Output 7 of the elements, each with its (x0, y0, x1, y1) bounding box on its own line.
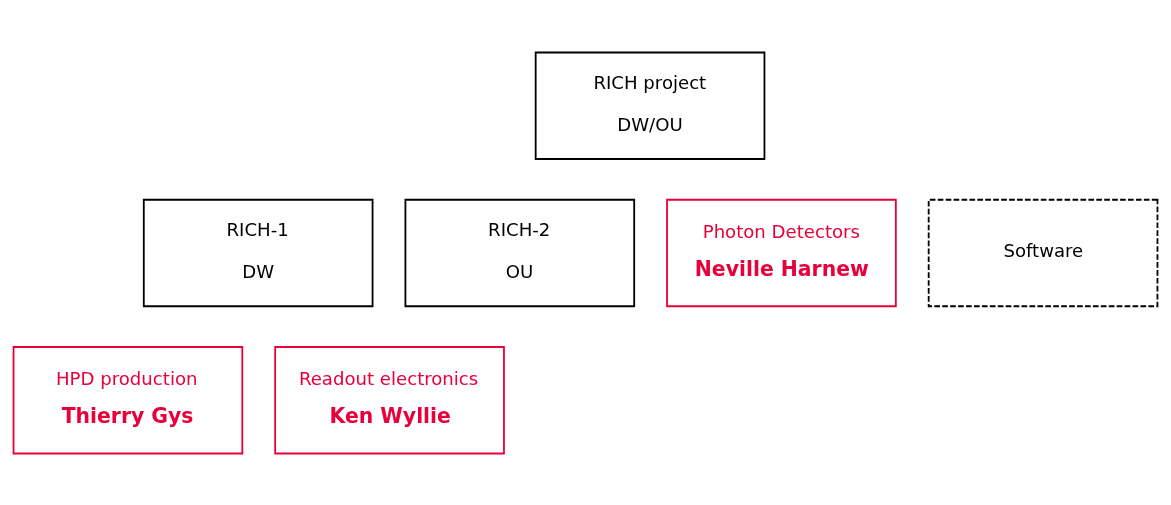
node-box: RICH-2 OU (404, 198, 636, 307)
node-box: HPD production Thierry Gys (12, 345, 244, 454)
node-box: RICH-1 DW (142, 198, 374, 307)
node-box: RICH project DW/OU (534, 51, 766, 160)
node-box: Readout electronics Ken Wyllie (274, 345, 505, 454)
node-box: Software (927, 198, 1159, 307)
node-box: Photon Detectors Neville Harnew (666, 198, 897, 307)
